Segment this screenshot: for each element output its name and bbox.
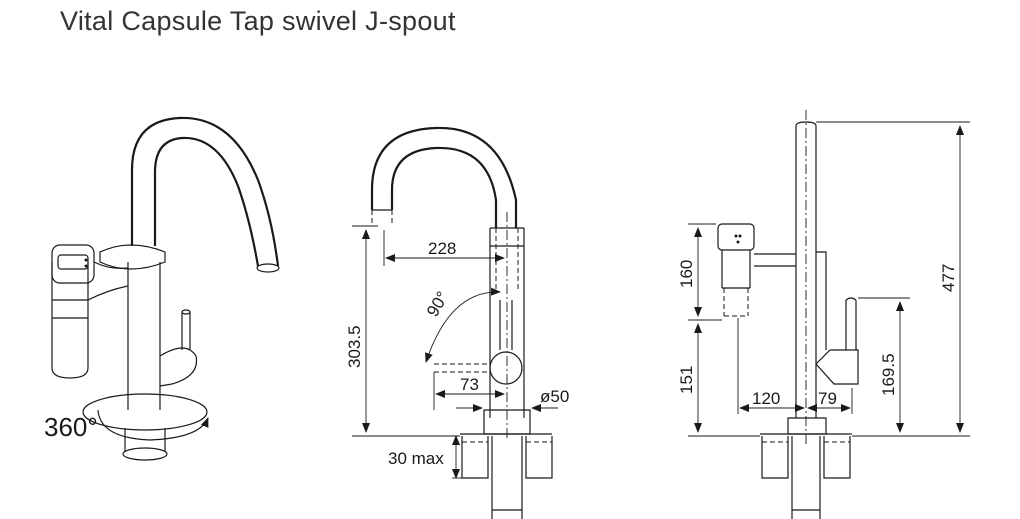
dim-mount-thickness: 30 max — [388, 449, 444, 468]
dim-diameter: ø50 — [540, 387, 569, 406]
dim-handle-offset: 73 — [460, 375, 479, 394]
perspective-view: 360° — [44, 116, 280, 461]
dim-body-height: 151 — [677, 366, 696, 394]
dim-lever-height: 169.5 — [879, 353, 898, 396]
dim-filter-offset: 120 — [752, 389, 780, 408]
dim-lever-offset: 79 — [818, 389, 837, 408]
side-view: 160 151 120 79 169.5 477 — [677, 110, 970, 519]
dim-filter-height: 160 — [677, 260, 696, 288]
dim-reach: 228 — [428, 239, 456, 258]
dim-angle: 90° — [423, 288, 452, 320]
drawing-title: Vital Capsule Tap swivel J-spout — [60, 6, 456, 36]
dim-total-height: 477 — [939, 264, 958, 292]
dim-height-front: 303.5 — [345, 325, 364, 368]
front-view: 303.5 228 90° 73 ø50 30 max — [345, 126, 569, 519]
rotation-label: 360° — [44, 412, 98, 442]
